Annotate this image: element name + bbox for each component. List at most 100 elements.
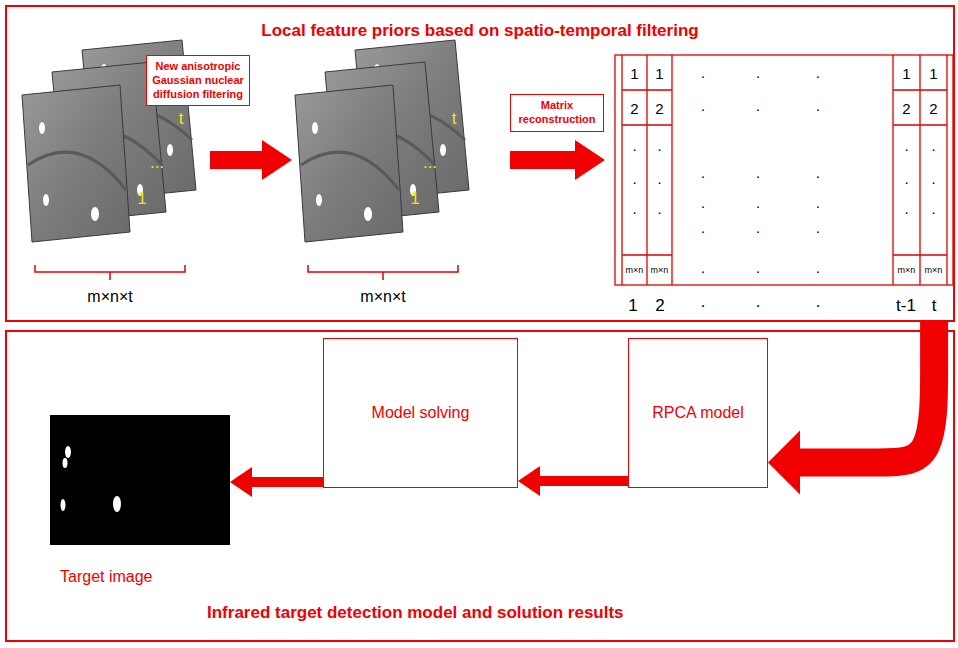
arrow-head: [230, 467, 252, 497]
matrix-outline: [615, 55, 953, 285]
matrix-column-lines: [622, 55, 672, 285]
matrix-entry: ·: [701, 263, 706, 278]
frame-index: t: [452, 110, 457, 127]
image-ground: [50, 415, 230, 545]
matrix-grid: [615, 55, 953, 285]
panel-heading: Local feature priors based on spatio-tem…: [7, 21, 953, 41]
process-box: Matrix reconstruction: [510, 94, 604, 132]
matrix-entry: .: [657, 201, 661, 216]
connector-line: [795, 322, 934, 463]
frame-index: 1: [410, 190, 419, 207]
matrix-entry: .: [632, 201, 636, 216]
process-box: RPCA model: [628, 338, 768, 488]
matrix-entry: m×n: [626, 266, 644, 275]
flow-arrow: [210, 140, 292, 180]
connector-line: [249, 477, 323, 487]
matrix-entry: ·: [756, 198, 761, 213]
matrix-entry: ·: [756, 263, 761, 278]
dimension-label: m×n×t: [360, 289, 405, 305]
matrix-entry: ·: [816, 68, 821, 83]
frame-index: ...: [423, 154, 437, 171]
matrix-entry: m×n: [898, 266, 916, 275]
matrix-entry: .: [632, 138, 636, 153]
matrix-entry: ·: [816, 198, 821, 213]
target-blob: [113, 496, 121, 512]
column-index: ·: [815, 297, 821, 314]
matrix-entry: .: [657, 171, 661, 186]
connector-arrow: [768, 322, 934, 495]
column-index: 1: [628, 297, 637, 314]
matrix-entry: 1: [902, 66, 910, 81]
connector-line: [537, 476, 628, 486]
matrix-entry: ·: [816, 263, 821, 278]
matrix-entry: ·: [756, 223, 761, 238]
frame-target: [39, 122, 45, 134]
matrix-entry: m×n: [651, 266, 669, 275]
matrix-entry: .: [931, 138, 935, 153]
frame-target: [167, 144, 173, 156]
section-panel: Infrared target detection model and solu…: [5, 330, 955, 642]
arrow-head: [768, 431, 800, 495]
process-label: Matrix reconstruction: [516, 99, 598, 127]
panel-heading: Infrared target detection model and solu…: [207, 603, 624, 623]
matrix-entry: ·: [756, 168, 761, 183]
frame-target: [43, 194, 49, 206]
process-box: New anisotropic Gaussian nuclear diffusi…: [146, 55, 250, 106]
matrix-entry: .: [904, 171, 908, 186]
frame-index: ...: [150, 154, 164, 171]
column-index: ·: [755, 297, 761, 314]
matrix-entry: ·: [701, 223, 706, 238]
matrix-entry: ·: [816, 168, 821, 183]
matrix-entry: .: [931, 201, 935, 216]
dimension-label: m×n×t: [87, 289, 132, 305]
frame-stack: [295, 40, 469, 280]
matrix-entry: 1: [655, 66, 663, 81]
process-box: Model solving: [323, 338, 518, 488]
matrix-entry: 1: [630, 66, 638, 81]
matrix-entry: .: [632, 171, 636, 186]
column-index: 2: [655, 297, 664, 314]
process-label: Model solving: [372, 403, 470, 422]
matrix-entry: .: [657, 138, 661, 153]
matrix-entry: ·: [701, 198, 706, 213]
frame-index: t: [179, 110, 184, 127]
matrix-entry: ·: [816, 223, 821, 238]
image-caption: Target image: [60, 567, 153, 587]
target-image: [50, 415, 230, 545]
matrix-entry: ·: [701, 101, 706, 116]
target-blob: [61, 499, 66, 511]
matrix-entry: 2: [630, 101, 638, 116]
matrix-entry: .: [904, 201, 908, 216]
matrix-entry: ·: [816, 101, 821, 116]
bracket: [35, 265, 185, 280]
matrix-entry: 1: [929, 66, 937, 81]
matrix-entry: 2: [902, 101, 910, 116]
target-blob: [63, 458, 68, 468]
arrow-head: [518, 466, 540, 496]
section-panel: Local feature priors based on spatio-tem…: [5, 5, 955, 322]
flow-arrow: [510, 140, 605, 180]
frame-road: [28, 152, 126, 190]
result-image: Target image: [50, 415, 230, 545]
matrix-entry: .: [904, 138, 908, 153]
matrix-entry: m×n: [925, 266, 943, 275]
target-blob: [65, 446, 71, 458]
column-index: t-1: [896, 297, 916, 314]
matrix-entry: 2: [929, 101, 937, 116]
matrix-entry: ·: [756, 68, 761, 83]
matrix-entry: 2: [655, 101, 663, 116]
process-label: RPCA model: [652, 403, 744, 422]
frame-target: [91, 207, 99, 221]
matrix-entry: ·: [756, 101, 761, 116]
process-label: New anisotropic Gaussian nuclear diffusi…: [152, 60, 244, 101]
column-index: t: [932, 297, 937, 314]
connector-arrow: [518, 466, 628, 496]
video-frame: [22, 85, 130, 242]
matrix-entry: ·: [701, 168, 706, 183]
connector-arrow: [230, 467, 323, 497]
matrix-entry: .: [931, 171, 935, 186]
matrix-entry: ·: [701, 68, 706, 83]
